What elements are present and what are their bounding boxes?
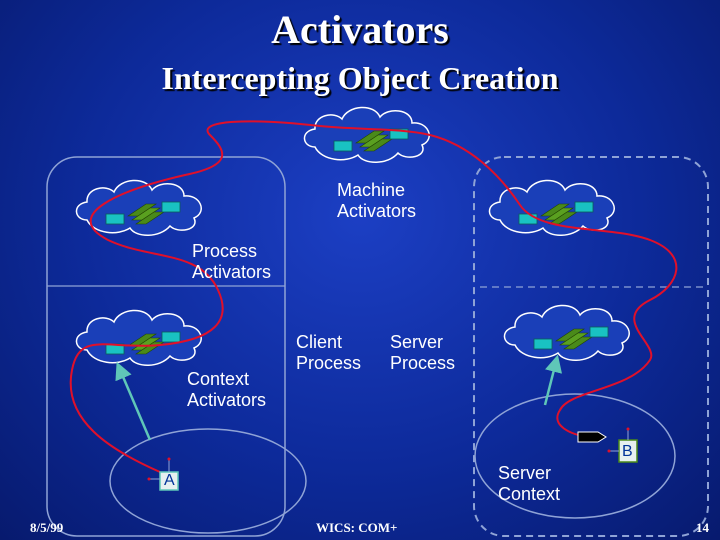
object-b[interactable] [607, 427, 638, 463]
client-context-activator-cloud [75, 309, 202, 367]
client-context-ellipse [109, 428, 307, 534]
server-context-activator-cloud [503, 304, 630, 362]
object-b-label: B [622, 443, 633, 460]
footer-date: 8/5/99 [30, 520, 64, 535]
footer-page-number: 14 [696, 520, 709, 535]
object-a[interactable] [147, 457, 179, 491]
interceptor-proxy [577, 431, 607, 443]
machine-activators-label: Machine Activators [337, 180, 417, 221]
context-activators-label: Context Activators [187, 369, 267, 410]
footer-center: WICS: COM+ [316, 520, 398, 535]
server-context-label: Server Context [498, 463, 561, 504]
object-a-label: A [164, 472, 175, 489]
server-process-label: Server Process [390, 332, 456, 373]
slide-subtitle: Intercepting Object Creation [161, 60, 559, 96]
server-context-ellipse [474, 393, 676, 519]
client-process-label: Client Process [296, 332, 362, 373]
client-process-boundary [46, 156, 286, 537]
machine-activator-cloud [303, 106, 430, 164]
slide-title: Activators [271, 7, 449, 52]
process-activators-label: Process Activators [192, 241, 272, 282]
server-context-arrow [543, 354, 563, 406]
client-context-arrow [115, 361, 152, 441]
object-creation-path [69, 120, 678, 473]
server-process-boundary [473, 156, 709, 537]
